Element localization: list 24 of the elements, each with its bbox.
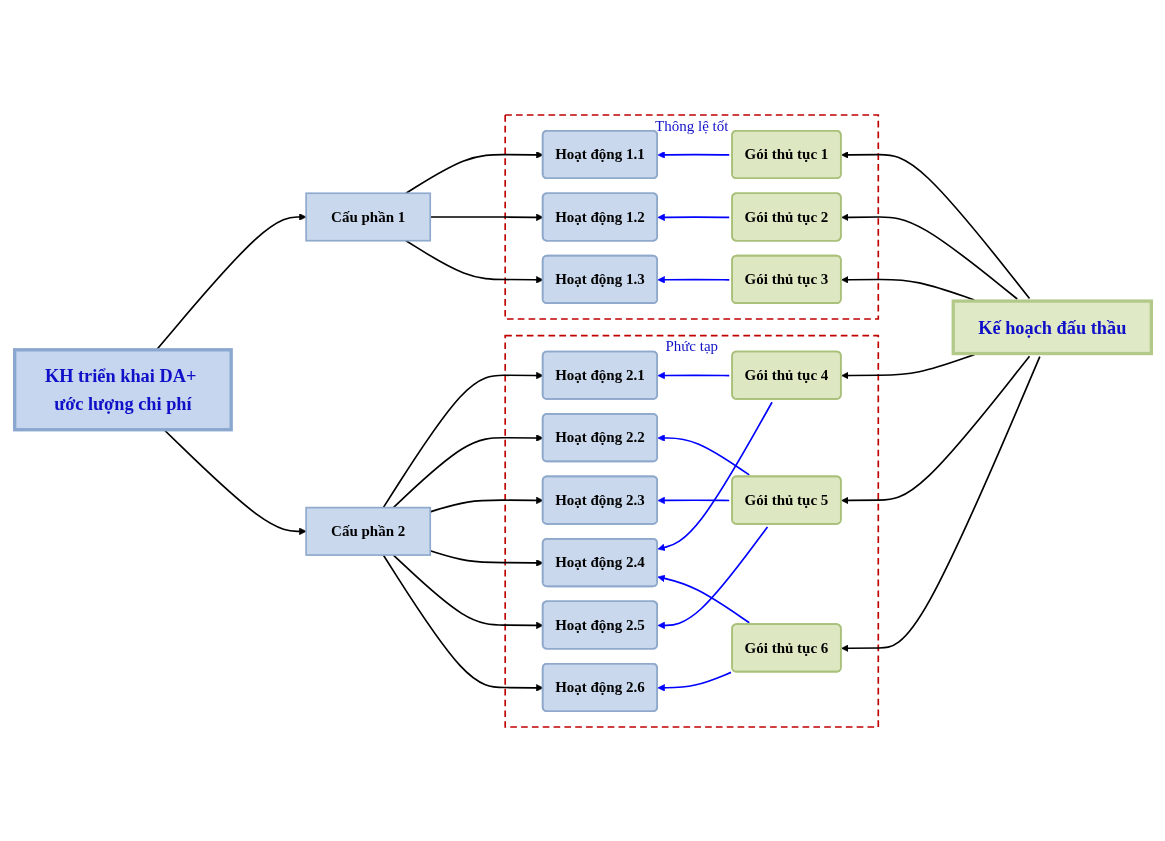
node-box: Cấu phần 1 (304, 191, 431, 242)
arrow (840, 354, 1030, 504)
arrow (381, 553, 543, 691)
arrow (657, 400, 773, 551)
arrow (840, 150, 1030, 299)
arrow (840, 213, 1018, 300)
arrow (657, 433, 750, 476)
arrow (392, 553, 543, 629)
arrow (392, 433, 543, 508)
arrow (840, 353, 975, 379)
node-box: KH triển khai DA+ ước lượng chi phí (12, 347, 233, 431)
arrow (381, 371, 543, 508)
node-box: Cấu phần 2 (304, 506, 431, 556)
arrow (657, 496, 730, 504)
arrow (840, 355, 1041, 652)
arrow (657, 275, 730, 283)
arrow (657, 371, 730, 379)
arrow (404, 239, 543, 283)
arrow (657, 574, 750, 624)
arrow (657, 150, 730, 158)
arrow (657, 213, 730, 221)
arrow (657, 525, 768, 629)
node-box: Kế hoạch đấu thầu (951, 298, 1153, 355)
arrow (657, 671, 732, 691)
